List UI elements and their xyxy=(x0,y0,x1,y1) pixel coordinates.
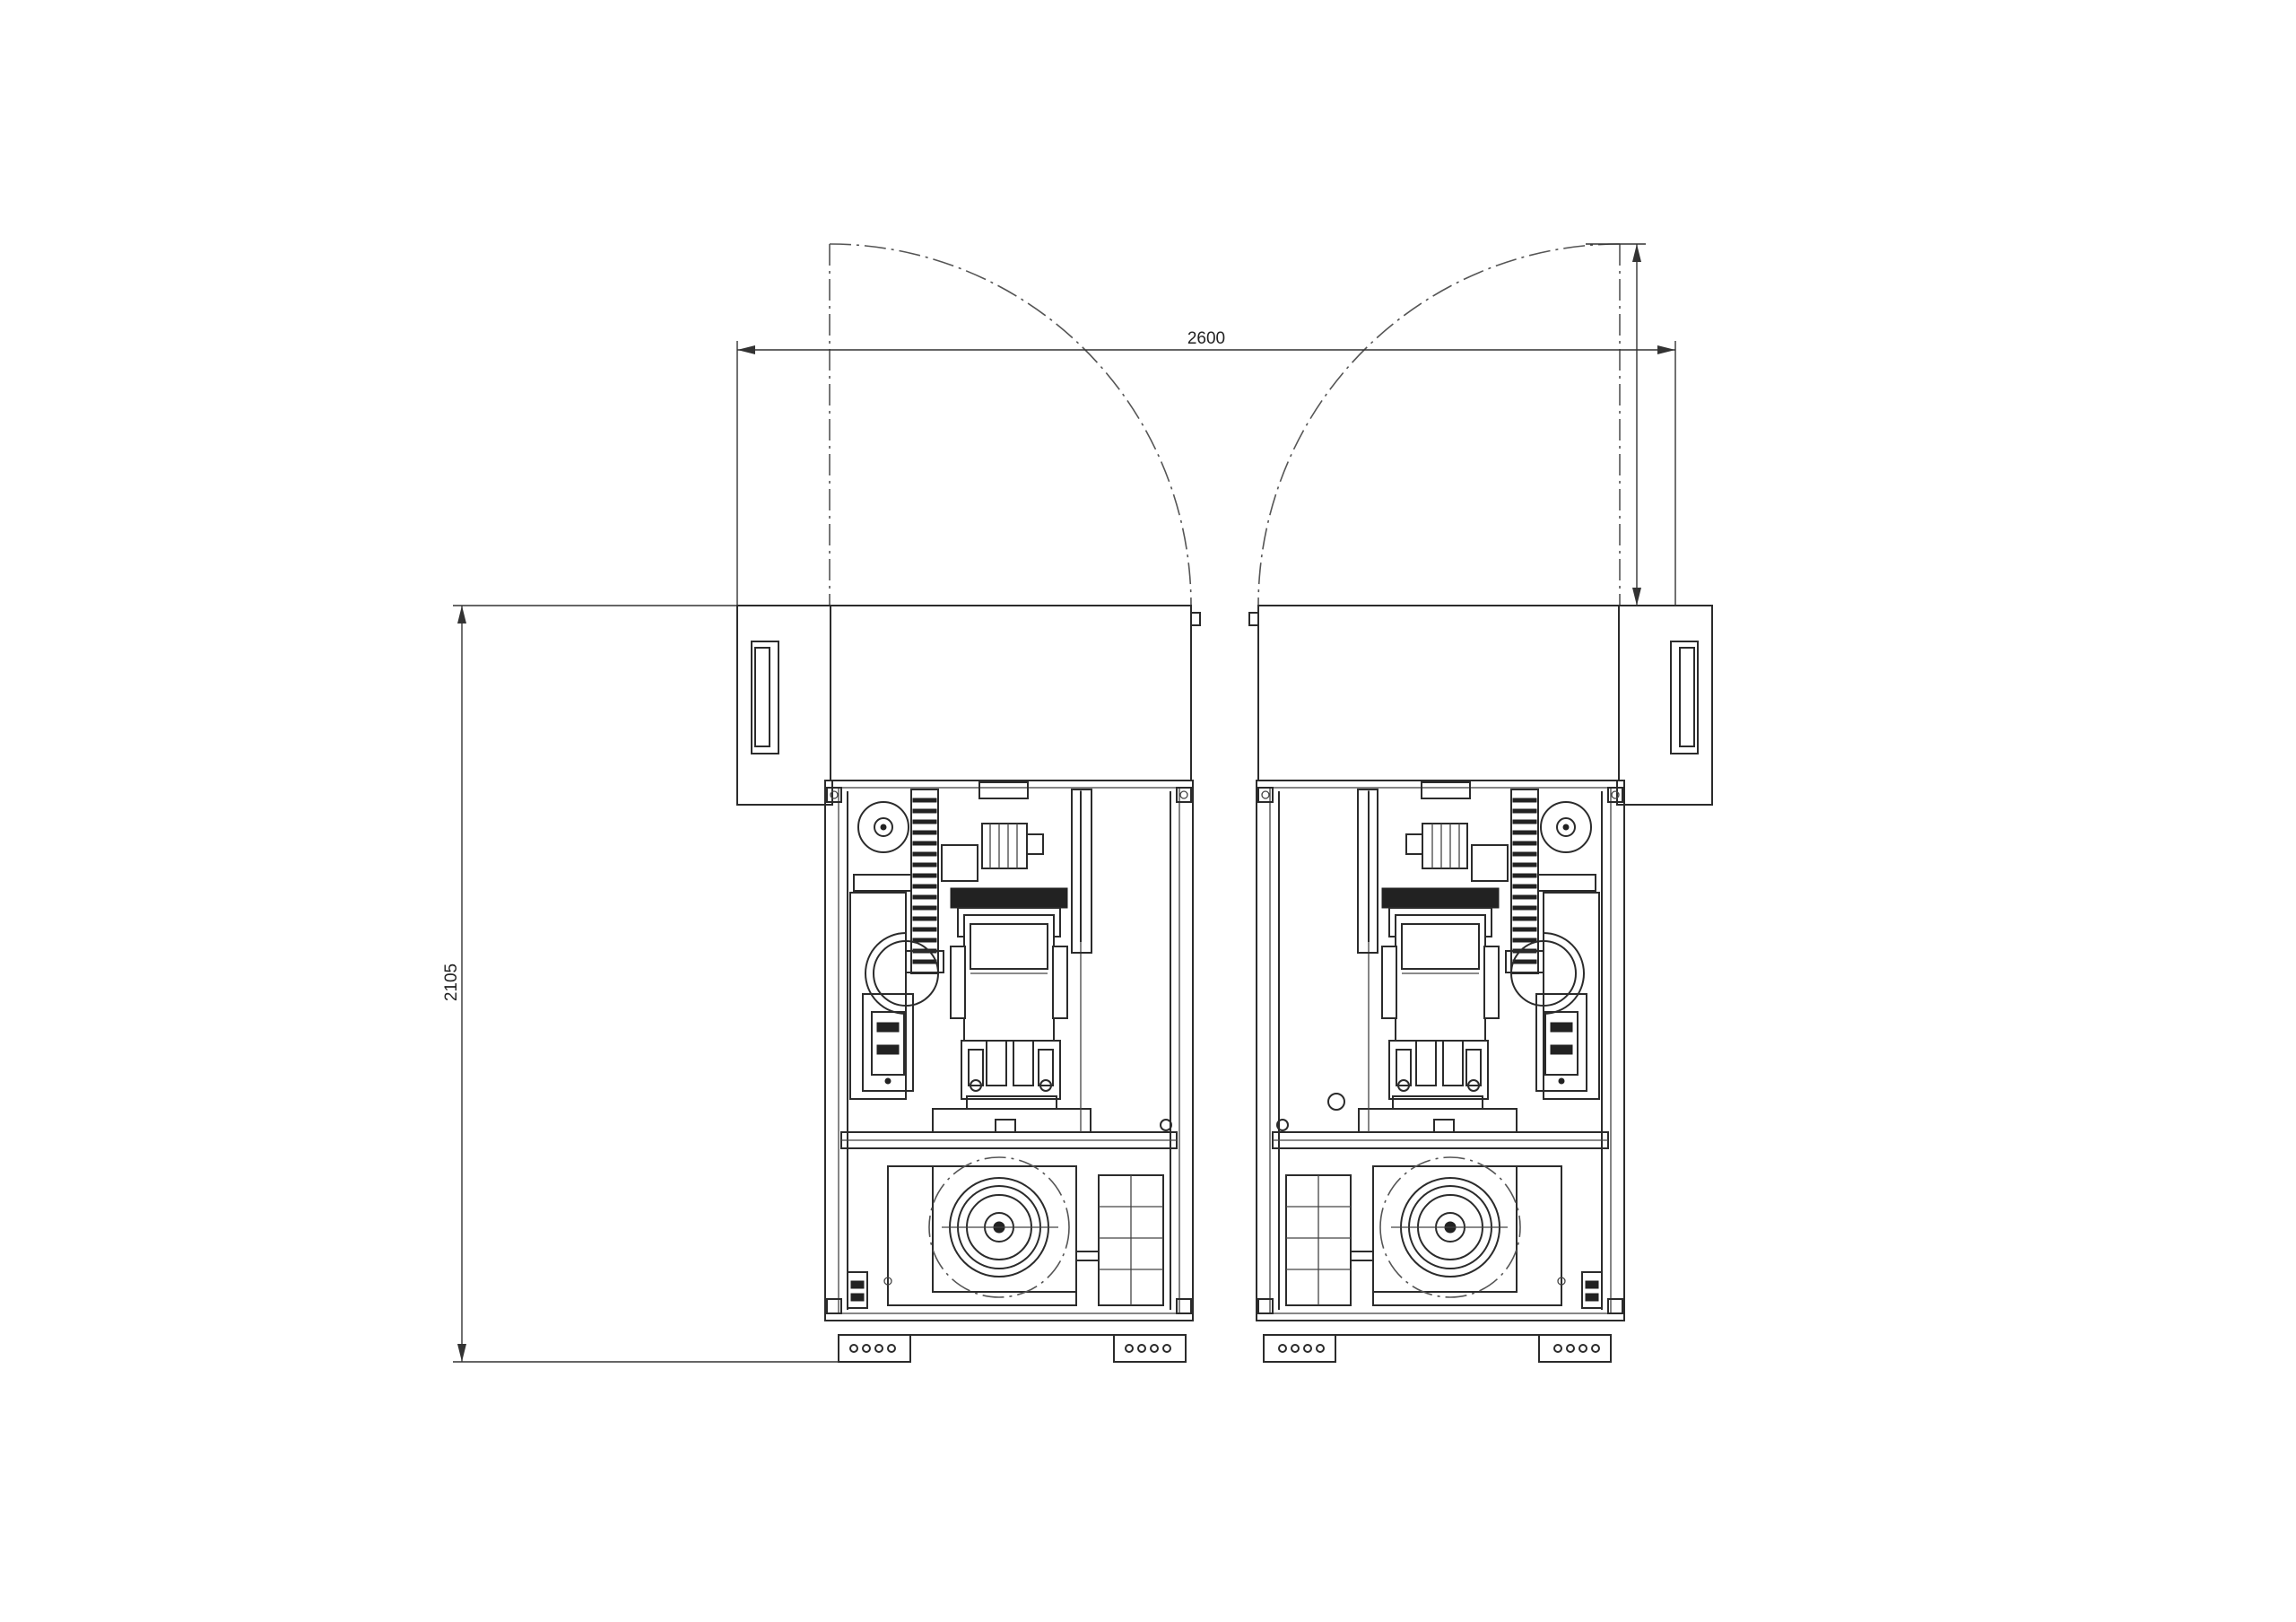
indicator-lamp xyxy=(1327,1093,1345,1111)
dimension-door xyxy=(1586,243,1646,606)
right-machine-unit xyxy=(1248,243,1713,1363)
dimension-height-label: 2105 xyxy=(442,964,461,1001)
left-machine-unit xyxy=(736,243,1201,1363)
dimension-height: 2105 xyxy=(442,605,839,1363)
dimension-width-label: 2600 xyxy=(1187,329,1225,348)
dimension-width: 2600 xyxy=(736,329,1676,606)
